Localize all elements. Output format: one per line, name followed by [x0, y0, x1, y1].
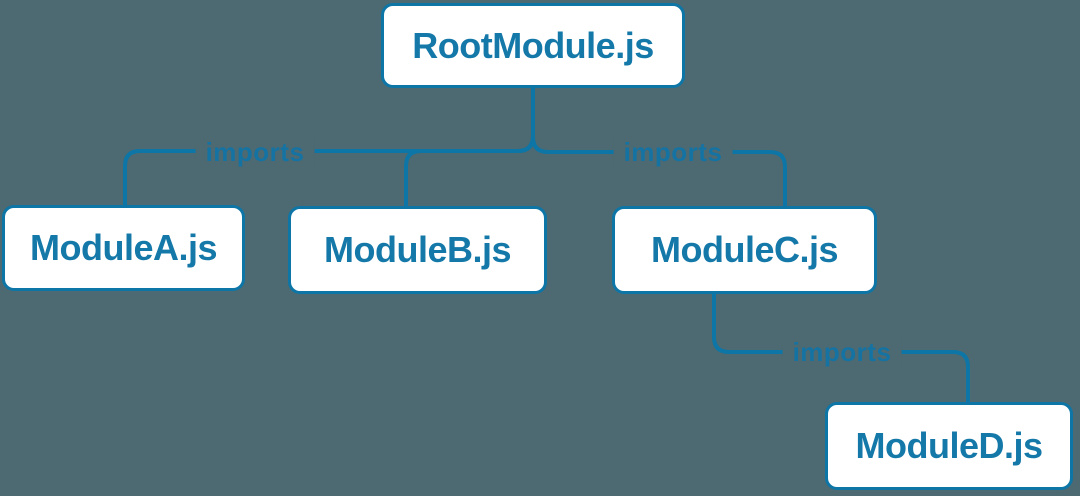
node-rootmodule-js: RootModule.js	[381, 3, 685, 88]
node-modulec-js: ModuleC.js	[612, 206, 877, 294]
edge-label-root-modulec: imports	[613, 137, 733, 167]
node-modulea-js-label: ModuleA.js	[29, 227, 218, 268]
edge-label-root-modulea: imports	[195, 137, 315, 167]
edge-root-to-modulea	[123, 88, 535, 205]
node-moduleb-js: ModuleB.js	[288, 206, 547, 294]
node-moduled-js: ModuleD.js	[825, 402, 1073, 490]
edge-label-modulec-moduled: imports	[782, 337, 902, 367]
node-rootmodule-js-label: RootModule.js	[412, 24, 654, 66]
node-moduleb-js-label: ModuleB.js	[323, 229, 512, 270]
node-modulea-js: ModuleA.js	[2, 205, 245, 291]
node-moduled-js-label: ModuleD.js	[855, 425, 1043, 466]
node-modulec-js-label: ModuleC.js	[650, 229, 839, 270]
edge-root-to-moduleb	[404, 88, 535, 206]
